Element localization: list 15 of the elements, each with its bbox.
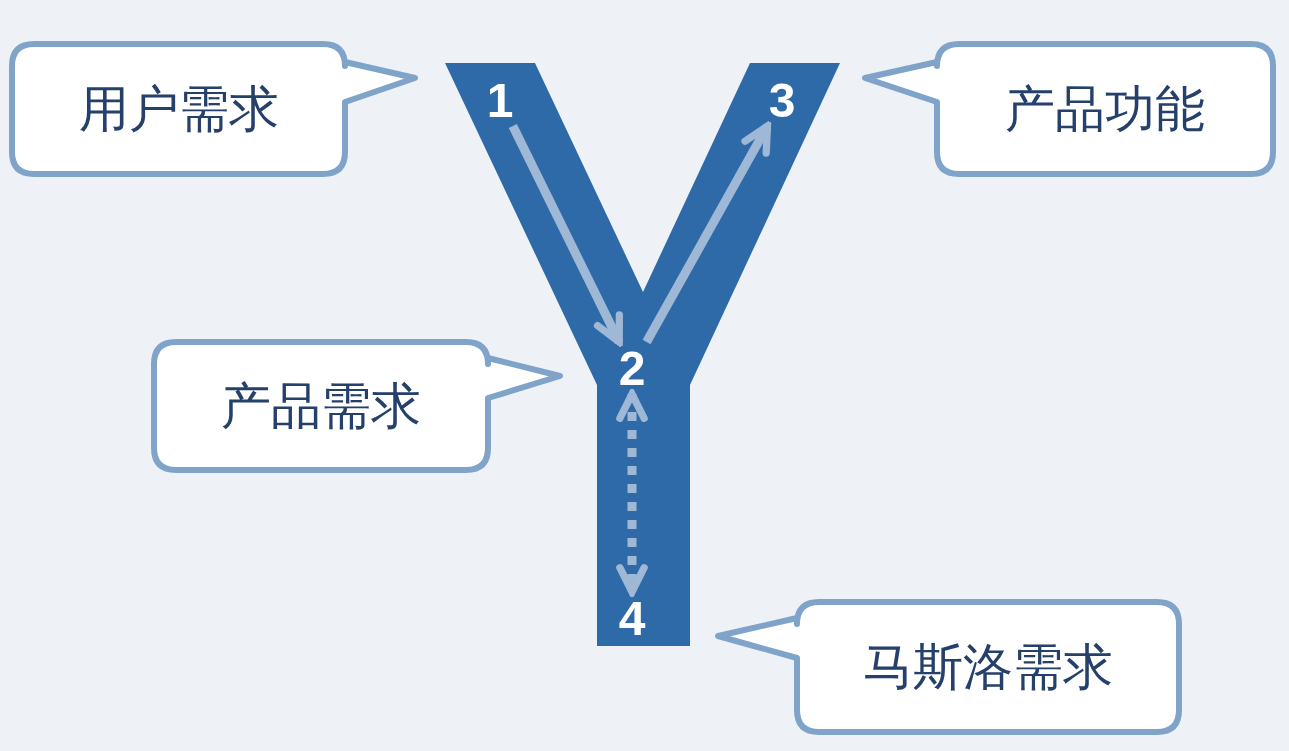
bubble-label: 用户需求 bbox=[77, 78, 280, 140]
speech-bubble bbox=[8, 40, 419, 178]
bubble-label: 产品需求 bbox=[220, 375, 422, 437]
step-number: 2 bbox=[612, 342, 652, 394]
bubble-label: 马斯洛需求 bbox=[862, 636, 1114, 698]
step-number: 1 bbox=[480, 74, 520, 126]
speech-bubble bbox=[714, 598, 1183, 736]
step-number: 3 bbox=[762, 74, 802, 126]
step-number: 4 bbox=[612, 592, 652, 644]
speech-bubble bbox=[150, 338, 564, 474]
arrow bbox=[508, 124, 624, 346]
bubble-label: 产品功能 bbox=[1004, 78, 1206, 140]
double-arrow bbox=[616, 390, 648, 596]
arrow bbox=[642, 122, 772, 345]
speech-bubble bbox=[861, 40, 1277, 178]
